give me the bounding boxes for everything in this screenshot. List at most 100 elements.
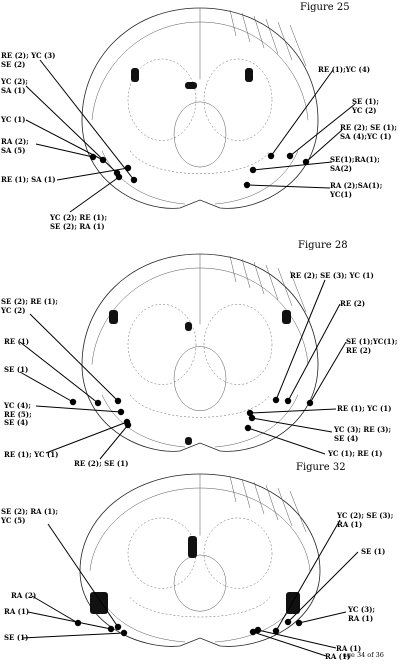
lesion-site-marker [272, 396, 280, 404]
cortex-layer-line [277, 21, 293, 61]
dark-region [131, 68, 139, 82]
cortex-layer-line [253, 261, 265, 295]
dark-region [185, 82, 197, 89]
label-line: RA (2);SA(1); [330, 181, 383, 190]
ventral-right [214, 394, 299, 448]
lesion-site-marker [248, 414, 256, 422]
label-line: RA (1) [336, 644, 362, 653]
label-line: RA (1) [348, 613, 374, 623]
brain-section-1 [81, 7, 319, 209]
section-outline [81, 253, 319, 452]
label-line: SA (5) [1, 145, 26, 155]
ventral-right [214, 150, 299, 205]
lesion-site-marker [246, 409, 254, 417]
cortex-layer-line [229, 9, 237, 37]
label-line: SE (2); RA (1); [1, 507, 59, 516]
section-outline [79, 473, 321, 647]
lesion-label: RE (1) [4, 337, 29, 347]
inner-structure-right [203, 304, 273, 385]
pointer-line [249, 408, 337, 414]
label-line: YC (2); RE (1); [50, 213, 108, 222]
pointer-line [252, 161, 333, 171]
lesion-label: SE(1);RA(1);SA(2) [330, 155, 380, 173]
label-line: RE (1); YC (1) [4, 450, 59, 459]
pointer-line [45, 421, 128, 454]
label-line: RE (2) [340, 299, 366, 308]
label-line: SE (1) [4, 365, 29, 374]
label-line: SE (4) [334, 433, 359, 443]
pointer-line [251, 417, 333, 433]
figure-title: Figure 25 [300, 2, 350, 13]
pointer-line [257, 629, 337, 649]
lesion-site-marker [107, 625, 115, 633]
lesion-label: SE (1) [361, 547, 385, 557]
cortex-layer-line [229, 255, 237, 283]
lesion-label: SE (1) [4, 633, 28, 643]
inner-structure-right [203, 517, 273, 589]
lesion-site-marker [74, 619, 82, 627]
cortex-layer-line [265, 18, 279, 55]
lesion-label: RA (1) [4, 607, 29, 617]
lesion-label: RA (2);SA(1);YC(1) [330, 181, 383, 199]
label-line: YC (2); [1, 77, 28, 86]
lesion-label: SE (1);YC(1);RE (2) [346, 337, 397, 355]
pointer-line [99, 424, 129, 460]
cortex-layer-line [289, 24, 307, 67]
label-line: RE (1);YC (4) [318, 65, 371, 74]
lesion-site-marker [124, 164, 132, 172]
lesion-label: YC (1) [1, 115, 25, 125]
pointer-line [298, 611, 347, 624]
ventral-left [101, 150, 186, 205]
cortex-layer-line [253, 481, 265, 515]
dark-region [185, 437, 192, 445]
inner-structure-left [127, 517, 197, 589]
label-line: RE (1); SA (1) [1, 175, 56, 184]
label-line: YC(1) [330, 189, 352, 199]
lesion-site-marker [114, 397, 122, 405]
lesion-label: YC (4);RE (5);SE (4) [4, 401, 32, 428]
brain-section-3 [79, 473, 321, 647]
cortex-layer-line [241, 478, 251, 509]
pointer-line [47, 523, 119, 628]
cortex-layer-line [241, 12, 251, 43]
central-structure [173, 101, 227, 168]
label-line: SE (2); RE (1); [1, 297, 59, 306]
label-line: RA (2) [11, 591, 37, 600]
lesion-site-marker [254, 626, 262, 634]
pointer-line [309, 341, 347, 404]
lesion-label: SE (2); RE (1);YC (2) [1, 297, 59, 315]
lesion-label: RE (2); SE (3); YC (1) [290, 271, 374, 281]
inner-structure-left [127, 58, 197, 141]
lesion-site-marker [120, 629, 128, 637]
lesion-site-marker [115, 173, 123, 181]
pointer-line [275, 279, 326, 401]
lesion-label: RE (2) [340, 299, 366, 309]
label-line: SE (4) [4, 418, 29, 427]
lesion-label: SE (1) [4, 365, 29, 375]
label-line: SE (2); RA (1) [50, 221, 105, 231]
page-number: age 34 of 36 [343, 651, 384, 659]
label-line: YC (3); [348, 605, 375, 614]
lesion-site-marker [249, 628, 257, 636]
cortex-layer-line [277, 487, 293, 527]
lesion-site-marker [284, 618, 292, 626]
lesion-label: RE (1); YC (1) [337, 404, 391, 414]
label-line: RE (2); SE (3); YC (1) [290, 271, 374, 280]
lesion-site-marker [272, 627, 280, 635]
dark-region [245, 68, 253, 82]
cortex-layer-line [265, 484, 279, 521]
central-structure [173, 554, 227, 612]
pointer-line [246, 184, 331, 189]
section-outline [81, 7, 319, 209]
cortex-layer-line [253, 15, 265, 49]
label-line: RA (2); [1, 137, 29, 146]
lesion-label: YC (3);RA (1) [348, 605, 375, 623]
lesion-site-marker [114, 623, 122, 631]
brain-section-2 [81, 253, 319, 452]
cortex-layer-line [265, 264, 279, 301]
figure-title: Figure 32 [296, 462, 346, 473]
pointer-line [287, 551, 359, 623]
pointer-line [69, 176, 120, 213]
lesion-site-marker [284, 397, 292, 405]
